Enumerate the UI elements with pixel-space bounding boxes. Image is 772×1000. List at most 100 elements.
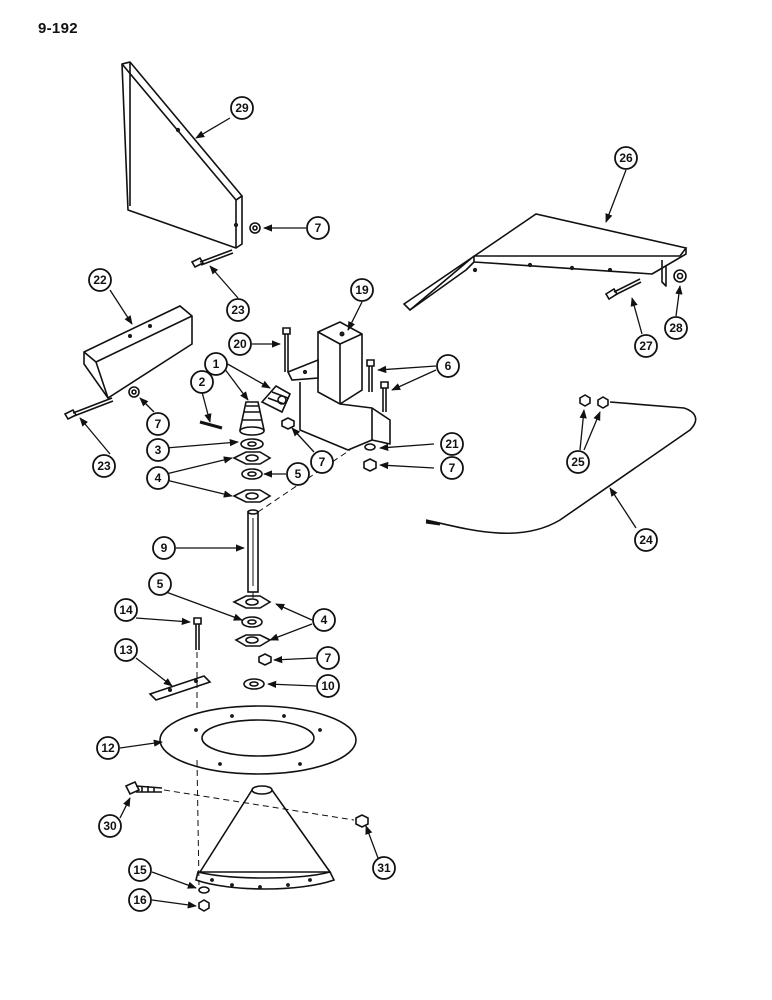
nut-part <box>597 396 609 409</box>
pin-part <box>199 420 223 430</box>
callout-15: 15 <box>128 858 152 882</box>
svg-text:27: 27 <box>639 339 653 353</box>
svg-text:20: 20 <box>233 337 247 351</box>
callout-25: 25 <box>566 450 590 474</box>
callout-19: 19 <box>350 278 374 302</box>
callout-31: 31 <box>372 856 396 880</box>
svg-text:12: 12 <box>101 741 115 755</box>
svg-text:25: 25 <box>571 455 585 469</box>
callout-7: 7 <box>316 646 340 670</box>
callout-21: 21 <box>440 432 464 456</box>
svg-text:23: 23 <box>231 303 245 317</box>
shield-panel-part <box>121 61 243 249</box>
svg-text:29: 29 <box>235 101 249 115</box>
nut-part <box>579 394 591 407</box>
svg-text:4: 4 <box>155 471 162 485</box>
drive-shaft-part <box>247 509 259 593</box>
callout-10: 10 <box>316 674 340 698</box>
bolt-part <box>282 327 291 372</box>
washer-part <box>198 886 210 894</box>
bevel-gear-part <box>260 384 292 414</box>
nut-part <box>363 458 377 472</box>
large-shield-part <box>402 213 688 312</box>
svg-text:23: 23 <box>97 459 111 473</box>
callout-9: 9 <box>152 536 176 560</box>
svg-text:31: 31 <box>377 861 391 875</box>
callout-30: 30 <box>98 814 122 838</box>
spinner-cone-part <box>195 785 336 890</box>
bearing-part <box>241 616 263 628</box>
callout-27: 27 <box>634 334 658 358</box>
callout-7: 7 <box>310 450 334 474</box>
washer-part <box>364 443 376 451</box>
page-number-label: 9-192 <box>38 20 78 37</box>
callout-5: 5 <box>286 462 310 486</box>
svg-text:7: 7 <box>155 417 162 431</box>
bolt-part <box>63 397 114 421</box>
svg-text:24: 24 <box>639 533 653 547</box>
callout-3: 3 <box>146 438 170 462</box>
callout-7: 7 <box>146 412 170 436</box>
callout-2: 2 <box>190 370 214 394</box>
callout-29: 29 <box>230 96 254 120</box>
svg-text:19: 19 <box>355 283 369 297</box>
svg-text:7: 7 <box>319 455 326 469</box>
spinner-ring-part <box>159 705 357 775</box>
bearing-flange-part <box>234 634 272 647</box>
callout-22: 22 <box>88 268 112 292</box>
nut-part <box>128 386 140 398</box>
nut-part <box>673 269 687 283</box>
callout-7: 7 <box>440 456 464 480</box>
control-rod-part <box>425 401 697 535</box>
callout-4: 4 <box>146 466 170 490</box>
bolt-part <box>193 617 202 650</box>
svg-text:6: 6 <box>445 359 452 373</box>
washer-part <box>243 678 265 690</box>
callout-13: 13 <box>114 638 138 662</box>
svg-text:7: 7 <box>325 651 332 665</box>
callout-16: 16 <box>128 888 152 912</box>
mounting-bracket-part <box>286 321 391 451</box>
nut-part <box>281 417 295 430</box>
svg-text:7: 7 <box>315 221 322 235</box>
callout-4: 4 <box>312 608 336 632</box>
callout-23: 23 <box>92 454 116 478</box>
strap-part <box>148 675 212 701</box>
svg-text:9: 9 <box>161 541 168 555</box>
callout-28: 28 <box>664 316 688 340</box>
callout-6: 6 <box>436 354 460 378</box>
svg-text:5: 5 <box>295 467 302 481</box>
bolt-part <box>366 359 389 412</box>
svg-text:22: 22 <box>93 273 107 287</box>
bearing-flange-part <box>232 451 272 465</box>
svg-text:21: 21 <box>445 437 459 451</box>
svg-text:4: 4 <box>321 613 328 627</box>
bolt-part <box>190 249 234 269</box>
svg-text:15: 15 <box>133 863 147 877</box>
bolt-part <box>604 278 642 301</box>
svg-text:1: 1 <box>213 357 220 371</box>
bolt-part <box>124 780 163 796</box>
nut-part <box>249 222 261 234</box>
callout-5: 5 <box>148 572 172 596</box>
svg-text:28: 28 <box>669 321 683 335</box>
svg-text:14: 14 <box>119 603 133 617</box>
callout-14: 14 <box>114 598 138 622</box>
bearing-flange-part <box>232 489 272 503</box>
svg-text:5: 5 <box>157 577 164 591</box>
callout-20: 20 <box>228 332 252 356</box>
svg-text:13: 13 <box>119 643 133 657</box>
nut-part <box>198 899 210 912</box>
nut-part <box>258 653 272 666</box>
callout-23: 23 <box>226 298 250 322</box>
svg-text:7: 7 <box>449 461 456 475</box>
collar-part <box>240 438 264 450</box>
nut-part <box>355 814 369 828</box>
bevel-gear-part <box>239 401 265 436</box>
callout-7: 7 <box>306 216 330 240</box>
callout-26: 26 <box>614 146 638 170</box>
svg-text:3: 3 <box>155 443 162 457</box>
callout-24: 24 <box>634 528 658 552</box>
bearing-flange-part <box>232 595 272 609</box>
